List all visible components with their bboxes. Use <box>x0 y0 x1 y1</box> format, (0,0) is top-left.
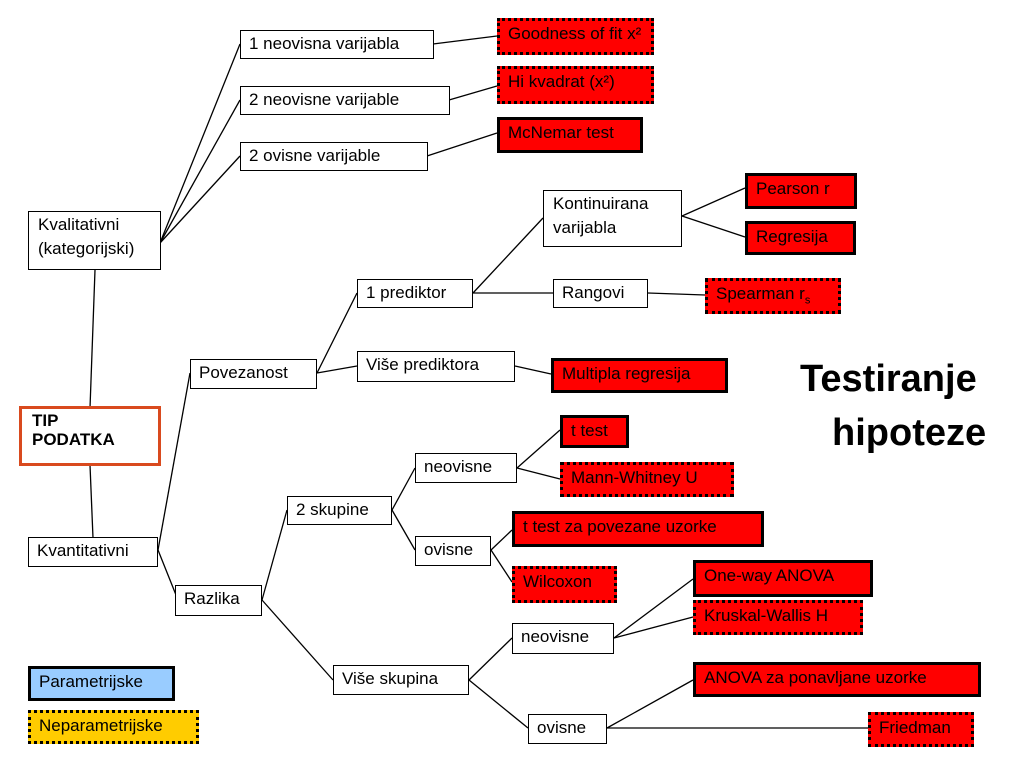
test-t-test-povezane-label: t test za povezane uzorke <box>523 517 717 536</box>
node-visesk-neovisne: neovisne <box>512 623 614 654</box>
edge-rang-spearman <box>647 292 706 296</box>
test-hi-kvadrat-label: Hi kvadrat (x²) <box>508 72 615 91</box>
title-line-1: Testiranje <box>800 358 977 400</box>
edge-kval-2neov <box>159 99 241 244</box>
edge-ov-wilcoxon <box>490 549 513 583</box>
node-2sk-ovisne: ovisne <box>415 536 491 566</box>
edge-pov-1pred <box>316 292 358 374</box>
title-line-2: hipoteze <box>832 412 987 454</box>
test-multipla-regresija-label: Multipla regresija <box>562 364 691 383</box>
test-kruskal-wallis-label: Kruskal-Wallis H <box>704 606 829 625</box>
edge-kont-regresija <box>681 215 746 238</box>
edge-neov-ttest <box>516 429 561 469</box>
edge-1neov-goodness <box>432 35 498 45</box>
node-visesk-ovisne: ovisne <box>528 714 607 744</box>
node-kontinuirana-varijabla: Kontinuirana varijabla <box>543 190 682 247</box>
edge-neov-kruskal <box>613 616 694 639</box>
test-friedman: Friedman <box>868 712 974 747</box>
edge-kvant-raz <box>157 549 179 601</box>
edge-visepred-multipla <box>514 365 552 375</box>
test-kruskal-wallis: Kruskal-Wallis H <box>693 600 863 635</box>
node-1-prediktor: 1 prediktor <box>357 279 473 308</box>
test-friedman-label: Friedman <box>879 718 951 737</box>
edge-2sk-ov <box>391 509 416 551</box>
edge-raz-visesk <box>261 599 334 681</box>
edge-kont-pearson <box>681 187 746 217</box>
node-kvalitativni: Kvalitativni (kategorijski) <box>28 211 161 270</box>
test-t-test: t test <box>560 415 629 448</box>
test-one-way-anova: One-way ANOVA <box>693 560 873 597</box>
edge-visesk-ov <box>468 679 529 729</box>
edge-2neov-hikv <box>448 85 498 101</box>
edge-kvant-pov <box>157 372 191 551</box>
legend-neparametrijske: Neparametrijske <box>28 710 199 744</box>
test-mann-whitney: Mann-Whitney U <box>560 462 734 497</box>
edge-2ov-mcnemar <box>426 132 498 157</box>
node-2sk-neovisne: neovisne <box>415 453 517 483</box>
edge-ov-tpov <box>490 529 513 551</box>
test-pearson-r-label: Pearson r <box>756 179 830 198</box>
test-one-way-anova-label: One-way ANOVA <box>704 566 835 585</box>
node-2-skupine: 2 skupine <box>287 496 392 525</box>
node-povezanost: Povezanost <box>190 359 317 389</box>
edge-1pred-kont <box>472 217 544 294</box>
test-t-test-povezane: t test za povezane uzorke <box>512 511 764 547</box>
edge-root-kval <box>89 269 96 409</box>
legend-parametrijske: Parametrijske <box>28 666 175 701</box>
test-anova-ponavljane-label: ANOVA za ponavljane uzorke <box>704 668 927 687</box>
test-goodness-of-fit-label: Goodness of fit x² <box>508 24 642 43</box>
edge-2sk-neov <box>391 467 416 511</box>
node-2-ovisne-varijable: 2 ovisne varijable <box>240 142 428 171</box>
edge-neov-anova <box>613 578 694 639</box>
test-goodness-of-fit: Goodness of fit x² <box>497 18 654 55</box>
test-regresija-label: Regresija <box>756 227 828 246</box>
edge-raz-2sk <box>261 509 288 601</box>
test-anova-ponavljane: ANOVA za ponavljane uzorke <box>693 662 981 697</box>
test-mcnemar-label: McNemar test <box>508 123 614 142</box>
edge-root-kvant <box>89 464 94 539</box>
node-vise-prediktora: Više prediktora <box>357 351 515 382</box>
edge-neov-mann <box>516 467 561 480</box>
test-multipla-regresija: Multipla regresija <box>551 358 728 393</box>
test-wilcoxon-label: Wilcoxon <box>523 572 592 591</box>
edge-kval-1neov <box>159 43 241 244</box>
node-rangovi: Rangovi <box>553 279 648 308</box>
test-pearson-r: Pearson r <box>745 173 857 209</box>
test-spearman: Spearman rs <box>705 278 841 314</box>
root-node-tip-podatka: TIP PODATKA <box>19 406 161 466</box>
node-1-neovisna-varijabla: 1 neovisna varijabla <box>240 30 434 59</box>
test-hi-kvadrat: Hi kvadrat (x²) <box>497 66 654 104</box>
test-regresija: Regresija <box>745 221 856 255</box>
edge-pov-visepred <box>316 365 358 374</box>
node-razlika: Razlika <box>175 585 262 616</box>
test-mann-whitney-label: Mann-Whitney U <box>571 468 698 487</box>
node-vise-skupina: Više skupina <box>333 665 469 695</box>
edge-ov-anovarep <box>606 679 694 729</box>
test-spearman-subscript: s <box>804 294 811 307</box>
edge-kval-2ov <box>159 155 241 244</box>
node-2-neovisne-varijable: 2 neovisne varijable <box>240 86 450 115</box>
test-wilcoxon: Wilcoxon <box>512 566 617 603</box>
test-spearman-label: Spearman r <box>716 284 805 303</box>
test-t-test-label: t test <box>571 421 608 440</box>
test-mcnemar: McNemar test <box>497 117 643 153</box>
edge-visesk-neov <box>468 637 513 681</box>
node-kvantitativni: Kvantitativni <box>28 537 158 567</box>
